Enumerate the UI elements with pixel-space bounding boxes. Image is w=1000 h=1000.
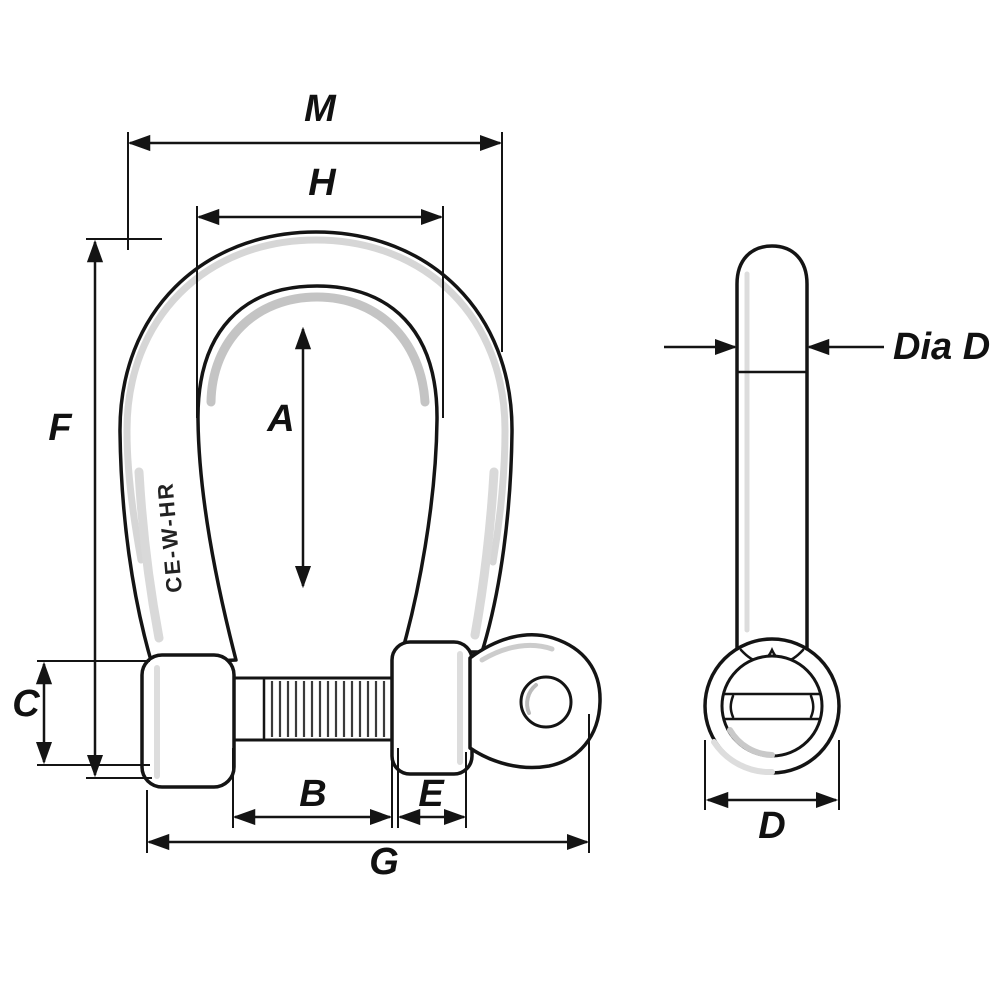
left-leg-shade (134, 467, 164, 643)
dimension-d: D (704, 740, 840, 847)
dim-label-f: F (48, 407, 73, 449)
dimension-a: A (266, 326, 312, 589)
dim-label-e: E (418, 773, 445, 815)
dim-label-a: A (266, 398, 294, 440)
pin-eye-shade (525, 683, 538, 715)
dimension-f: F (48, 238, 162, 779)
dim-label-d: D (758, 805, 785, 847)
side-view (703, 244, 841, 776)
side-ring-shade (711, 739, 775, 776)
dimension-dia-d: Dia D (664, 326, 990, 368)
dimension-e: E (397, 748, 467, 828)
pin-head-shade (479, 642, 555, 663)
front-view: CE-W-HR (118, 230, 602, 789)
side-pin-bar-left-tick (729, 694, 735, 719)
bow-inner-shade (206, 292, 430, 407)
left-lug (140, 653, 236, 789)
dim-f-ext-lines (86, 238, 162, 779)
dim-label-c: C (12, 683, 40, 725)
dimension-b: B (232, 748, 393, 828)
dim-h-ext-lines (196, 206, 444, 418)
dim-label-h: H (308, 162, 337, 204)
side-pin-bar-right-tick (809, 694, 815, 719)
dim-label-m: M (304, 88, 337, 130)
dim-c-ext-lines (37, 660, 150, 766)
pin-threads (270, 681, 386, 737)
bow-outer-shade (123, 236, 509, 566)
dimension-m: M (127, 88, 503, 352)
dimension-h: H (196, 162, 444, 418)
dim-label-b: B (299, 773, 326, 815)
right-leg-shade (470, 467, 499, 640)
dimension-g: G (146, 714, 590, 883)
dim-d-ext-lines (704, 740, 840, 810)
dimension-c: C (12, 660, 150, 766)
side-shank (735, 244, 809, 650)
dim-m-ext-lines (127, 132, 503, 352)
dim-label-dia-d: Dia D (893, 326, 990, 368)
side-inner-shade (727, 727, 775, 758)
dimensions: M H A F C B E (12, 88, 990, 883)
dim-label-g: G (369, 841, 399, 883)
